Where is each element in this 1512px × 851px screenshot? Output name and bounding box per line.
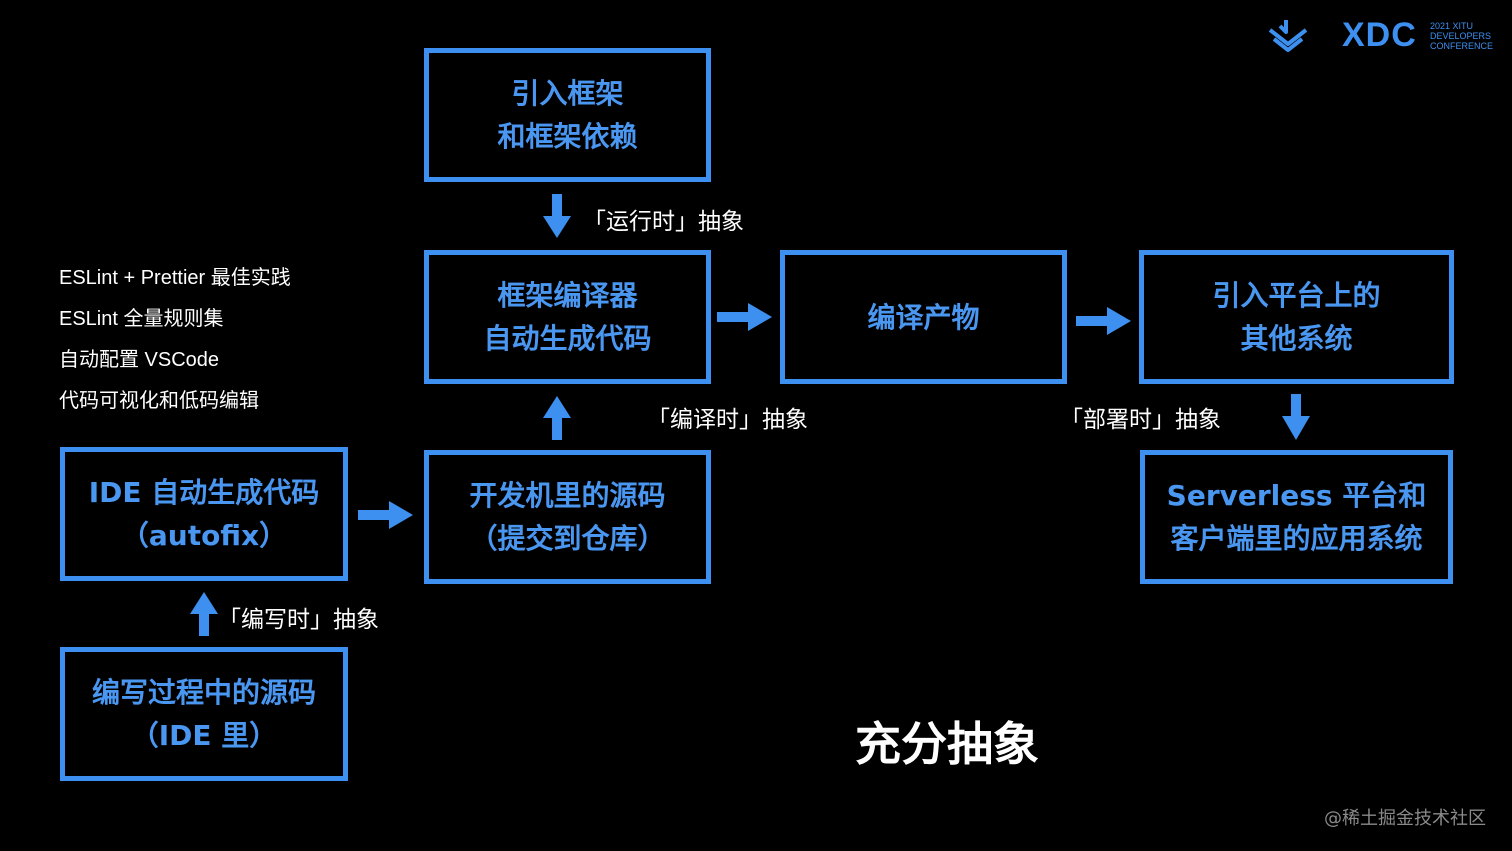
xdc-chevron-logo-icon [1268, 20, 1308, 52]
box-line: 自动生成代码 [483, 322, 652, 355]
box-line: （IDE 里） [130, 719, 278, 752]
box-line: 编译产物 [867, 300, 980, 334]
label-runtime: 「运行时」抽象 [583, 209, 744, 235]
box-framework-compiler: 框架编译器 自动生成代码 [424, 250, 711, 384]
watermark: @稀土掘金技术社区 [1324, 808, 1486, 829]
logo-wordmark: XDC [1342, 16, 1417, 54]
arrow-runtime-down [543, 194, 571, 238]
box-serverless: Serverless 平台和 客户端里的应用系统 [1140, 450, 1453, 584]
xdc-logo: XDC 2021 XITU DEVELOPERS CONFERENCE [1266, 16, 1502, 58]
note-item: ESLint 全量规则集 [59, 308, 224, 330]
arrow-compiler-to-output [717, 303, 772, 331]
box-dev-source: 开发机里的源码 （提交到仓库） [424, 450, 711, 584]
note-item: 代码可视化和低码编辑 [59, 390, 259, 412]
box-line: IDE 自动生成代码 [88, 476, 320, 509]
label-write-time: 「编写时」抽象 [218, 607, 379, 633]
box-line: 引入平台上的 [1212, 279, 1381, 312]
arrow-ide-to-dev [358, 501, 413, 529]
box-line: 客户端里的应用系统 [1170, 522, 1423, 555]
box-line: 引入框架 [511, 77, 624, 110]
logo-sub-line: 2021 XITU [1430, 21, 1474, 31]
box-line: 其他系统 [1240, 322, 1353, 355]
label-compile-time: 「编译时」抽象 [647, 407, 808, 433]
box-compile-output: 编译产物 [780, 250, 1067, 384]
logo-sub-line: CONFERENCE [1430, 41, 1494, 51]
note-item: 自动配置 VSCode [59, 349, 220, 371]
box-line: 编写过程中的源码 [91, 676, 316, 709]
box-line: （提交到仓库） [469, 522, 666, 555]
box-line: Serverless 平台和 [1166, 479, 1427, 512]
box-line: 框架编译器 [497, 279, 638, 312]
arrow-output-to-platform [1076, 307, 1131, 335]
slide-title: 充分抽象 [855, 717, 1039, 771]
box-writing-source: 编写过程中的源码 （IDE 里） [60, 647, 348, 781]
logo-subtitle: 2021 XITU DEVELOPERS CONFERENCE [1430, 21, 1493, 51]
note-item: ESLint + Prettier 最佳实践 [59, 267, 291, 289]
box-line: （autofix） [120, 519, 288, 552]
box-import-framework: 引入框架 和框架依赖 [424, 48, 711, 182]
box-platform-systems: 引入平台上的 其他系统 [1139, 250, 1454, 384]
label-deploy-time: 「部署时」抽象 [1060, 407, 1221, 433]
box-ide-autofix: IDE 自动生成代码 （autofix） [60, 447, 348, 581]
arrow-deploy-down [1282, 394, 1310, 440]
box-line: 开发机里的源码 [469, 479, 666, 512]
arrow-compile-up [543, 396, 571, 440]
arrow-write-up [190, 592, 218, 636]
box-line: 和框架依赖 [497, 120, 638, 153]
logo-sub-line: DEVELOPERS [1430, 31, 1492, 41]
